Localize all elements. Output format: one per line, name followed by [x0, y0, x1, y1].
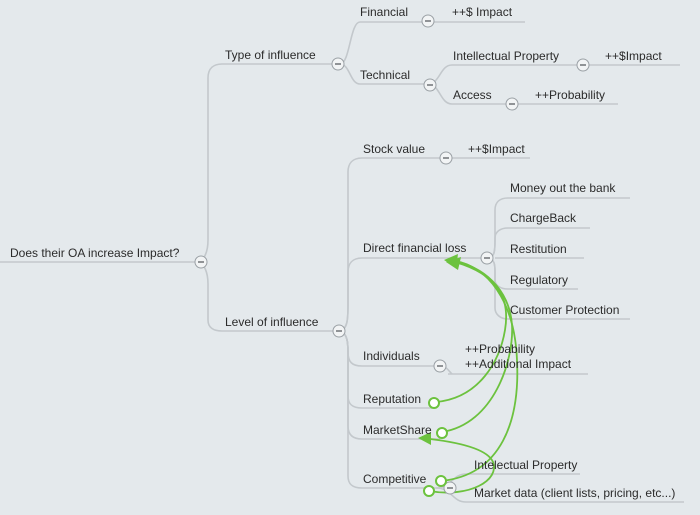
- hollow-circle-icon[interactable]: [423, 485, 435, 497]
- hollow-circle-icon[interactable]: [436, 427, 448, 439]
- collapse-type-of-influence-button[interactable]: [331, 57, 345, 71]
- relationship-lines: [428, 261, 519, 494]
- hollow-circle-icon[interactable]: [435, 475, 447, 487]
- financial-topic[interactable]: Financial: [360, 5, 408, 19]
- reputation-topic[interactable]: Reputation: [363, 392, 421, 406]
- collapse-direct-financial-loss-button[interactable]: [480, 251, 494, 265]
- individuals-probability-topic[interactable]: ++Probability: [465, 342, 535, 356]
- collapse-stock-value-button[interactable]: [439, 151, 453, 165]
- restitution-topic[interactable]: Restitution: [510, 242, 567, 256]
- arrowhead-icon: [418, 432, 431, 445]
- intellectual-property-topic[interactable]: Intellectual Property: [453, 49, 559, 63]
- collapse-financial-button[interactable]: [421, 14, 435, 28]
- collapse-root-button[interactable]: [194, 255, 208, 269]
- relationship-handles: [423, 397, 448, 497]
- type-of-influence-topic[interactable]: Type of influence: [225, 48, 316, 62]
- level-of-influence-topic[interactable]: Level of influence: [225, 315, 319, 329]
- collapse-level-of-influence-button[interactable]: [332, 324, 346, 338]
- collapse-access-button[interactable]: [505, 97, 519, 111]
- collapse-competitive-button[interactable]: [443, 481, 457, 495]
- collapse-intellectual-property-button[interactable]: [576, 58, 590, 72]
- access-probability-topic[interactable]: ++Probability: [535, 88, 605, 102]
- marketshare-topic[interactable]: MarketShare: [363, 423, 432, 437]
- access-topic[interactable]: Access: [453, 88, 492, 102]
- collapse-buttons: [194, 14, 590, 495]
- competitive-topic[interactable]: Competitive: [363, 472, 427, 486]
- relationship-arrowheads: [418, 254, 461, 445]
- stock-value-impact-topic[interactable]: ++$Impact: [468, 142, 525, 156]
- individuals-topic[interactable]: Individuals: [363, 349, 420, 363]
- market-data-topic[interactable]: Market data (client lists, pricing, etc.…: [474, 486, 675, 500]
- stock-value-topic[interactable]: Stock value: [363, 142, 425, 156]
- ip-impact-topic[interactable]: ++$Impact: [605, 49, 662, 63]
- collapse-technical-button[interactable]: [423, 78, 437, 92]
- arrowhead-icon: [446, 257, 461, 270]
- individuals-additional-impact-topic[interactable]: ++Additional Impact: [465, 357, 572, 371]
- intelectual-property-topic[interactable]: Intelectual Property: [474, 458, 577, 472]
- money-out-the-bank-topic[interactable]: Money out the bank: [510, 181, 616, 195]
- collapse-individuals-button[interactable]: [433, 359, 447, 373]
- technical-topic[interactable]: Technical: [360, 68, 410, 82]
- root-topic[interactable]: Does their OA increase Impact?: [10, 246, 180, 260]
- chargeback-topic[interactable]: ChargeBack: [510, 211, 577, 225]
- direct-financial-loss-topic[interactable]: Direct financial loss: [363, 241, 466, 255]
- financial-impact-topic[interactable]: ++$ Impact: [452, 5, 513, 19]
- customer-protection-topic[interactable]: Customer Protection: [510, 303, 619, 317]
- regulatory-topic[interactable]: Regulatory: [510, 273, 568, 287]
- hollow-circle-icon[interactable]: [428, 397, 440, 409]
